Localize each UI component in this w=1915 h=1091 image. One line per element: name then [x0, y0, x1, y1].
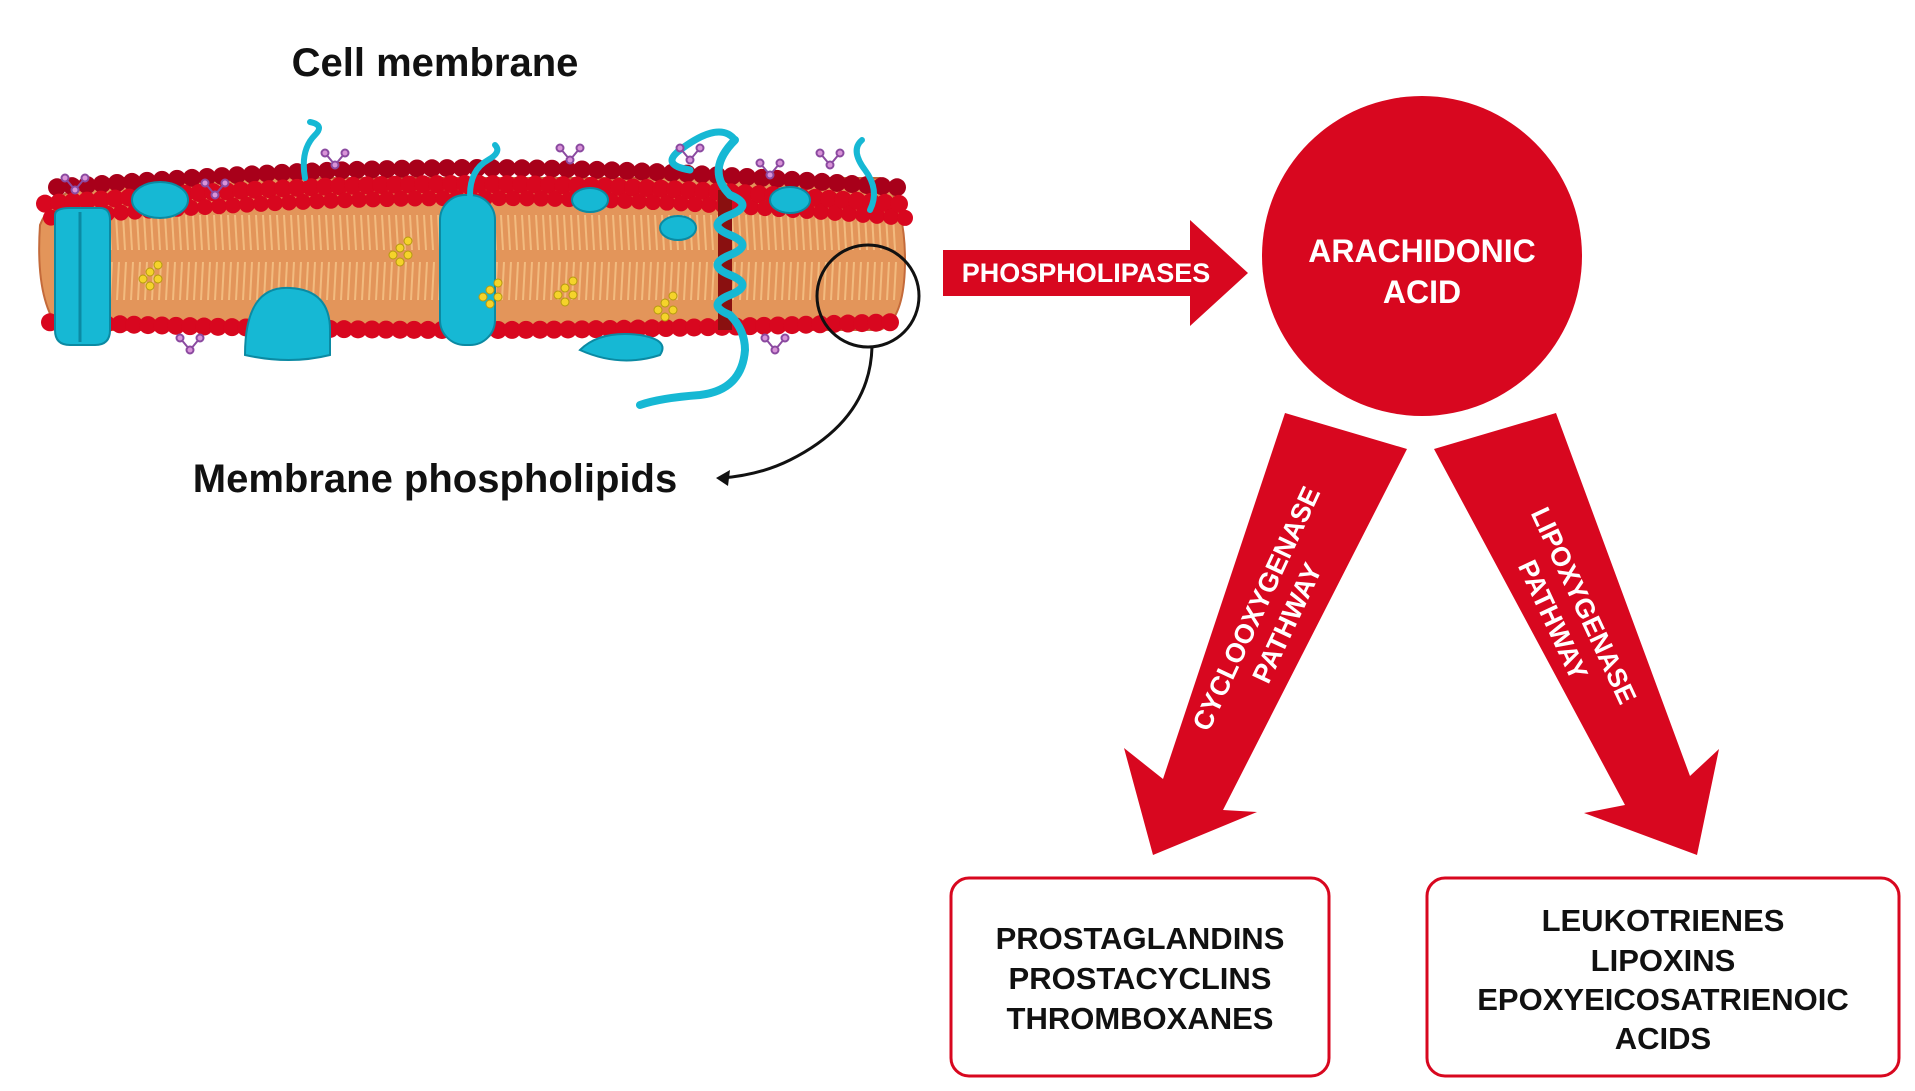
arachidonic-acid-label-line1: ARACHIDONIC — [1308, 233, 1536, 269]
product-leukotrienes: LEUKOTRIENES — [1542, 903, 1785, 938]
phospholipases-arrow — [943, 220, 1248, 326]
product-thromboxanes: THROMBOXANES — [1007, 1001, 1274, 1036]
arachidonic-acid-label-line2: ACID — [1383, 274, 1461, 310]
arachidonic-acid-node — [1262, 96, 1582, 416]
cyclooxygenase-products-box — [949, 876, 1331, 1078]
cyclooxygenase-arrow — [1124, 413, 1407, 855]
curved-arrow — [721, 346, 874, 480]
cell-membrane-illustration — [36, 119, 913, 409]
zoom-circle — [815, 243, 921, 349]
product-prostaglandins: PROSTAGLANDINS — [996, 921, 1285, 956]
membrane-phospholipids-label: Membrane phospholipids — [193, 457, 677, 501]
product-prostacyclins: PROSTACYCLINS — [1009, 961, 1272, 996]
lipoxygenase-products-box — [1425, 876, 1901, 1078]
cell-membrane-title: Cell membrane — [292, 41, 579, 85]
product-acids: ACIDS — [1615, 1021, 1711, 1056]
lipoxygenase-arrow — [1434, 413, 1719, 855]
product-epoxyeicosatrienoic: EPOXYEICOSATRIENOIC — [1477, 982, 1849, 1017]
phospholipases-label: PHOSPHOLIPASES — [962, 258, 1211, 288]
product-lipoxins: LIPOXINS — [1591, 943, 1736, 978]
